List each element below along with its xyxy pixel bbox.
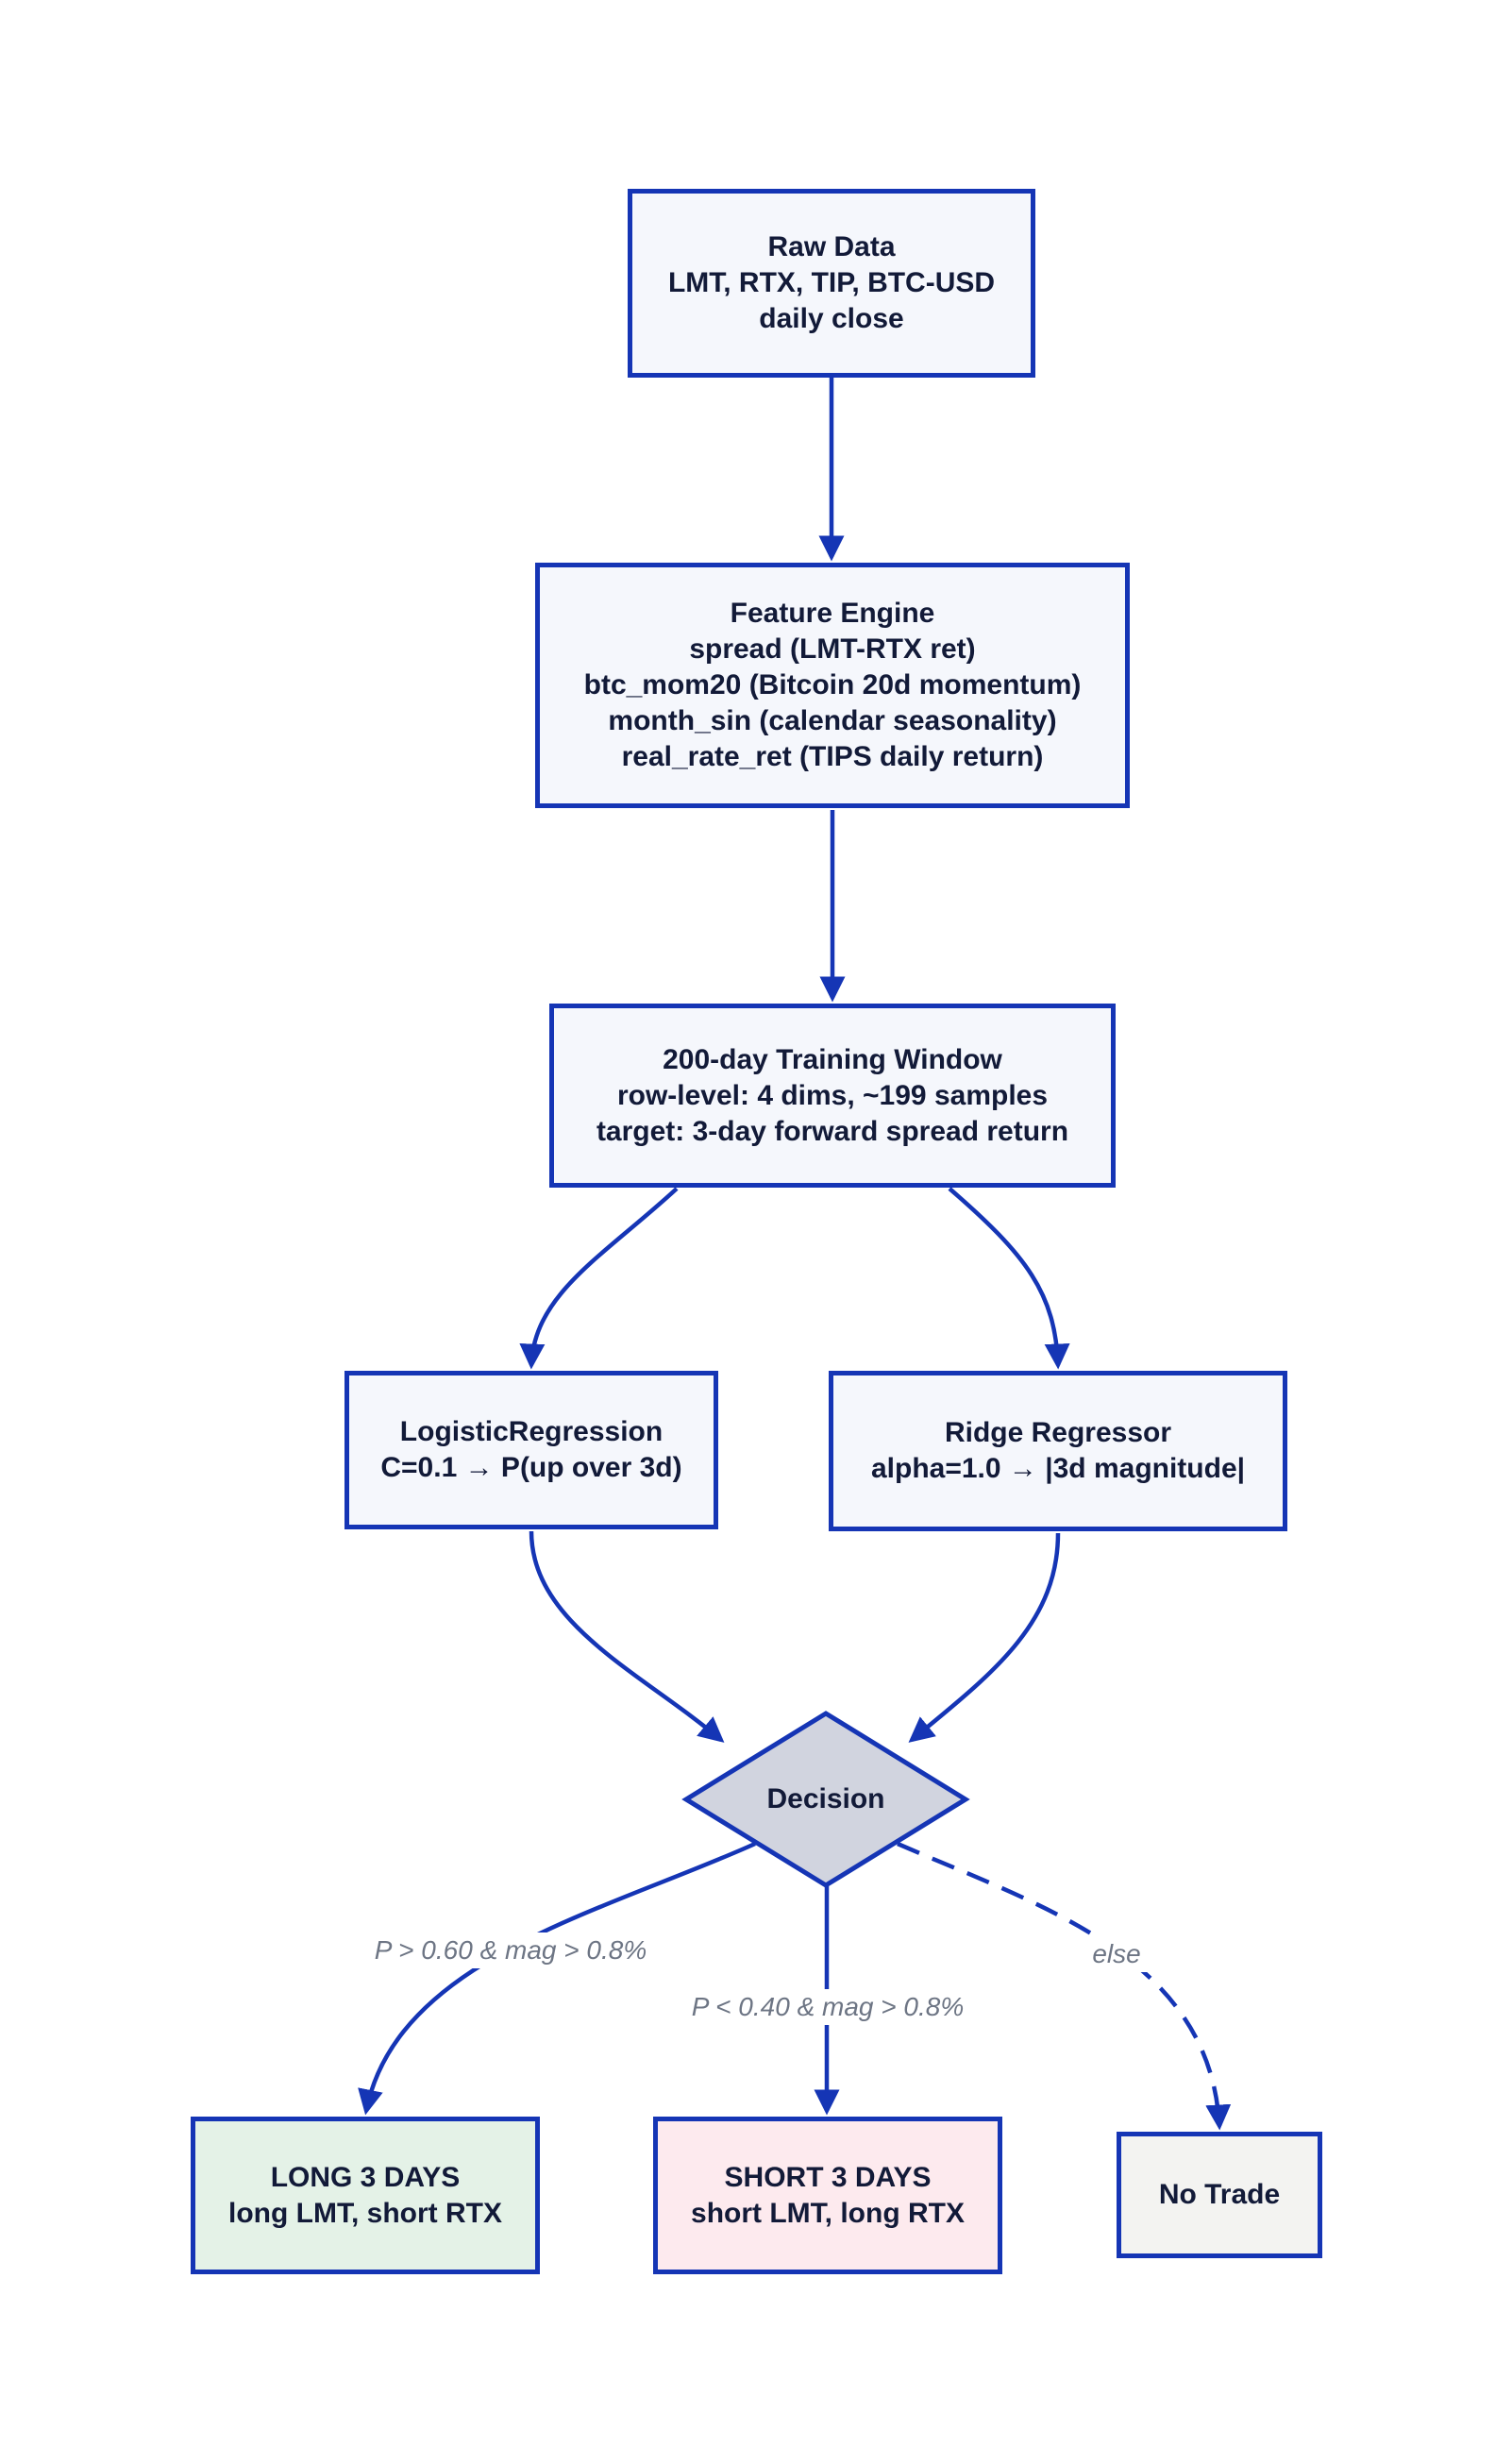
feature-engine-line: month_sin (calendar seasonality) (608, 705, 1057, 736)
short-trade-line: short LMT, long RTX (691, 2197, 965, 2229)
node-short-trade: SHORT 3 DAYS short LMT, long RTX (653, 2117, 1002, 2274)
feature-engine-line: real_rate_ret (TIPS daily return) (621, 741, 1044, 772)
feature-engine-line: btc_mom20 (Bitcoin 20d momentum) (583, 669, 1082, 700)
ridge-regressor-line: alpha=1.0 → |3d magnitude| (870, 1453, 1246, 1484)
node-feature-engine: Feature Engine spread (LMT-RTX ret) btc_… (535, 563, 1130, 808)
node-long-trade: LONG 3 DAYS long LMT, short RTX (191, 2117, 540, 2274)
edge-training-to-ridge (948, 1187, 1070, 1370)
short-trade-title: SHORT 3 DAYS (724, 2161, 932, 2193)
edge-label-long-condition: P > 0.60 & mag > 0.8% (364, 1932, 657, 1968)
ridge-regressor-title: Ridge Regressor (944, 1417, 1172, 1448)
edge-logistic-to-decision (529, 1530, 725, 1743)
edge-decision-to-long (358, 1841, 756, 2116)
raw-data-title: Raw Data (767, 231, 896, 262)
raw-data-line: LMT, RTX, TIP, BTC-USD (667, 267, 996, 298)
edge-ridge-to-decision (908, 1532, 1061, 1743)
logistic-regression-title: LogisticRegression (399, 1416, 664, 1447)
edge-decision-to-notrade (897, 1841, 1232, 2131)
raw-data-line: daily close (759, 303, 904, 334)
feature-engine-title: Feature Engine (730, 598, 935, 629)
decision-diamond (681, 1711, 970, 1888)
node-logistic-regression: LogisticRegression C=0.1 → P(up over 3d) (344, 1371, 718, 1529)
decision-label: Decision (766, 1783, 885, 1814)
training-window-line: target: 3-day forward spread return (596, 1115, 1069, 1147)
logistic-regression-line: C=0.1 → P(up over 3d) (380, 1452, 682, 1483)
feature-engine-line: spread (LMT-RTX ret) (689, 633, 976, 665)
training-window-line: row-level: 4 dims, ~199 samples (616, 1079, 1049, 1111)
node-training-window: 200-day Training Window row-level: 4 dim… (549, 1004, 1116, 1188)
long-trade-title: LONG 3 DAYS (270, 2161, 461, 2193)
node-raw-data: Raw Data LMT, RTX, TIP, BTC-USD daily cl… (628, 189, 1035, 378)
long-trade-line: long LMT, short RTX (228, 2197, 502, 2229)
training-window-title: 200-day Training Window (663, 1043, 1002, 1075)
edge-label-short-condition: P < 0.40 & mag > 0.8% (681, 1989, 974, 2025)
no-trade-title: No Trade (1158, 2179, 1281, 2210)
node-ridge-regressor: Ridge Regressor alpha=1.0 → |3d magnitud… (829, 1371, 1287, 1531)
node-no-trade: No Trade (1117, 2132, 1322, 2258)
edge-training-to-logistic (519, 1187, 679, 1370)
edge-label-else-condition: else (1083, 1936, 1151, 1972)
